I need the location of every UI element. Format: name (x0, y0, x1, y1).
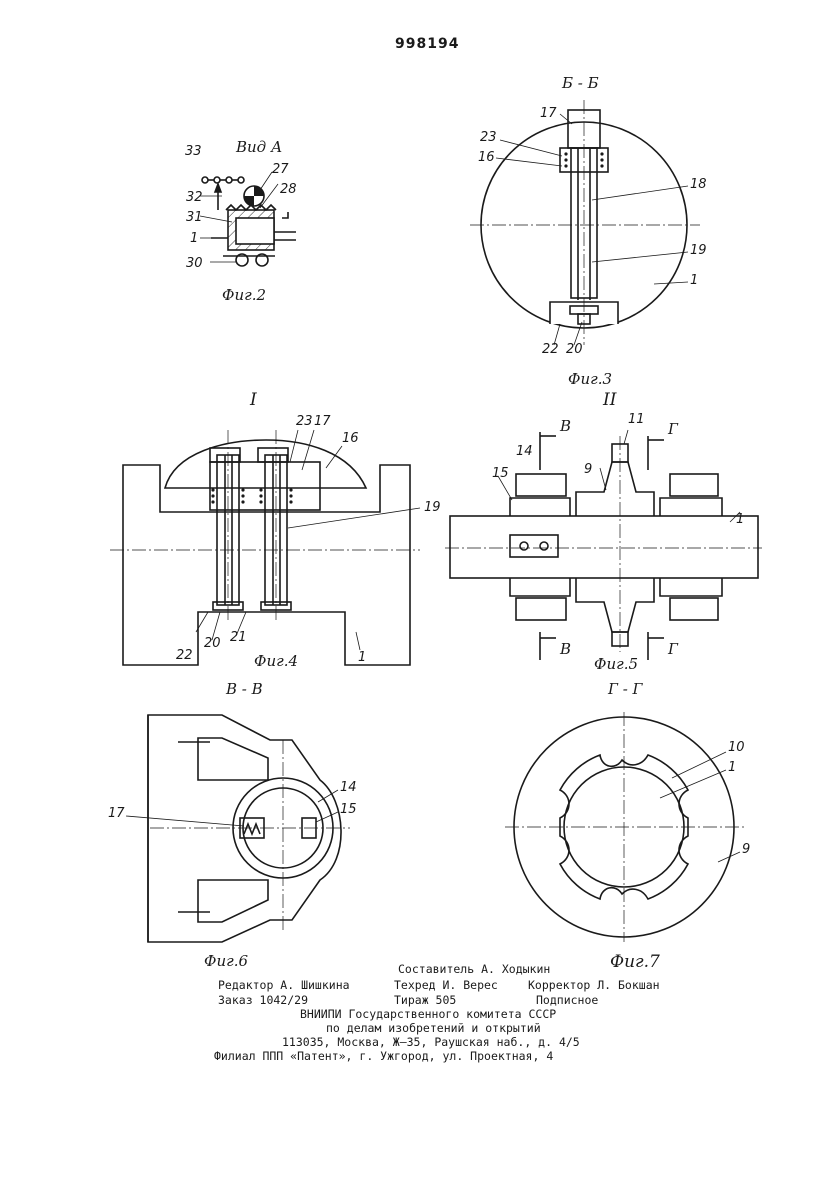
imprint-address: 113035, Москва, Ж—35, Раушская наб., д. … (282, 1035, 580, 1049)
fig5-cut-label-g-bottom: Г (668, 640, 678, 658)
fig5-drawing (445, 429, 762, 660)
fig7-ref-10: 10 (728, 740, 745, 755)
fig3-drawing (470, 100, 700, 346)
fig7-caption: Фиг.7 (610, 952, 660, 972)
fig5-cut-label-v-top: В (560, 417, 572, 435)
fig3-ref-20: 20 (566, 342, 583, 357)
fig5-cut-label-g-top: Г (668, 420, 678, 438)
fig3-ref-1: 1 (690, 273, 699, 288)
fig3-ref-18: 18 (690, 177, 707, 192)
imprint-order: Заказ 1042/29 (218, 993, 309, 1007)
fig4-caption: Фиг.4 (254, 652, 299, 670)
fig2-ref-28: 28 (280, 182, 297, 197)
fig4-ref-20: 20 (204, 636, 221, 651)
fig4-ref-19: 19 (424, 500, 441, 515)
fig3-ref-22: 22 (542, 342, 559, 357)
fig5-ref-15: 15 (492, 466, 509, 481)
fig4-ref-16: 16 (342, 431, 359, 446)
fig5-detail-label: II (603, 390, 617, 410)
imprint-tech-editor: Техред И. Верес (394, 978, 498, 992)
fig7-ref-9: 9 (742, 842, 751, 857)
fig4-ref-23: 23 (296, 414, 313, 429)
fig4-ref-1: 1 (358, 650, 367, 665)
fig7-drawing (505, 712, 745, 942)
imprint-org-line2: по делам изобретений и открытий (326, 1021, 541, 1035)
fig4-detail-label: I (250, 390, 257, 410)
fig6-ref-14: 14 (340, 780, 357, 795)
fig3-ref-19: 19 (690, 243, 707, 258)
fig2-drawing (199, 171, 296, 267)
fig4-ref-22: 22 (176, 648, 193, 663)
fig6-drawing (125, 714, 350, 943)
fig5-ref-11: 11 (628, 412, 645, 427)
patent-number: 998194 (395, 36, 460, 52)
fig2-ref-32: 32 (186, 190, 203, 205)
imprint-corrector: Корректор Л. Бокшан (528, 978, 660, 992)
fig4-drawing (110, 429, 421, 666)
imprint-org-line1: ВНИИПИ Государственного комитета СССР (300, 1007, 557, 1021)
fig6-section-label: В - В (226, 680, 263, 698)
fig7-ref-1: 1 (728, 760, 737, 775)
fig2-ref-27: 27 (272, 162, 289, 177)
fig6-caption: Фиг.6 (204, 952, 249, 970)
imprint-circulation: Тираж 505 (394, 993, 457, 1007)
imprint-editor: Редактор А. Шишкина (218, 978, 350, 992)
fig2-ref-1: 1 (190, 231, 199, 246)
fig3-ref-16: 16 (478, 150, 495, 165)
fig5-caption: Фиг.5 (594, 655, 639, 673)
fig2-caption: Фиг.2 (222, 286, 267, 304)
fig6-ref-17: 17 (108, 806, 125, 821)
fig3-ref-17: 17 (540, 106, 557, 121)
fig6-ref-15: 15 (340, 802, 357, 817)
fig2-ref-33: 33 (185, 144, 202, 159)
fig5-ref-14: 14 (516, 444, 533, 459)
fig7-section-label: Г - Г (608, 680, 643, 698)
fig4-ref-17: 17 (314, 414, 331, 429)
fig2-ref-30: 30 (186, 256, 203, 271)
fig5-ref-1: 1 (736, 512, 745, 527)
fig2-view-label: Вид А (236, 138, 283, 156)
fig2-ref-31: 31 (186, 210, 203, 225)
fig5-cut-label-v-bottom: В (560, 640, 572, 658)
imprint-subscription: Подписное (536, 993, 599, 1007)
fig5-ref-9: 9 (584, 462, 593, 477)
fig3-ref-23: 23 (480, 130, 497, 145)
imprint-compiler: Составитель А. Ходыкин (398, 962, 551, 976)
fig3-section-label: Б - Б (562, 74, 599, 92)
fig4-ref-21: 21 (230, 630, 247, 645)
fig3-caption: Фиг.3 (568, 370, 613, 388)
imprint-branch: Филиал ППП «Патент», г. Ужгород, ул. Про… (214, 1049, 554, 1063)
